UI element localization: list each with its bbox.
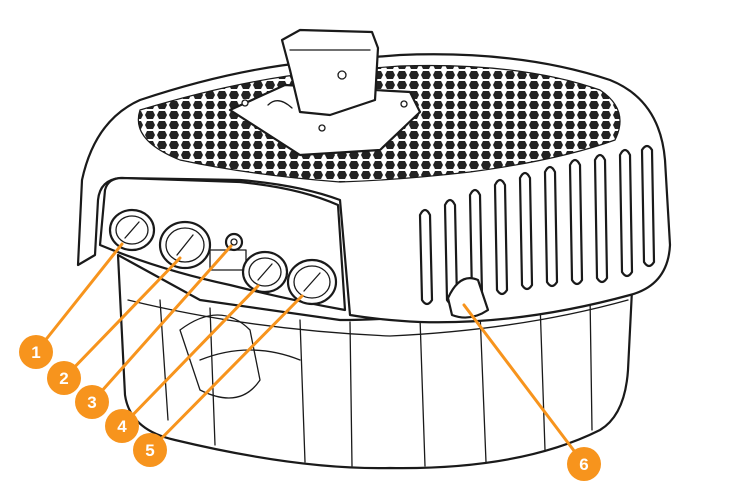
port-plug-4 — [243, 252, 287, 292]
callout-number: 6 — [579, 455, 588, 474]
callout-number: 2 — [59, 369, 68, 388]
callout-number: 1 — [31, 343, 40, 362]
port-plug-5 — [288, 260, 336, 304]
callout-1: 1 — [19, 244, 122, 369]
port-plug-1 — [110, 210, 154, 250]
callout-number: 5 — [145, 441, 154, 460]
callout-number: 3 — [87, 393, 96, 412]
callout-number: 4 — [117, 417, 127, 436]
port-plug-2 — [160, 222, 210, 268]
